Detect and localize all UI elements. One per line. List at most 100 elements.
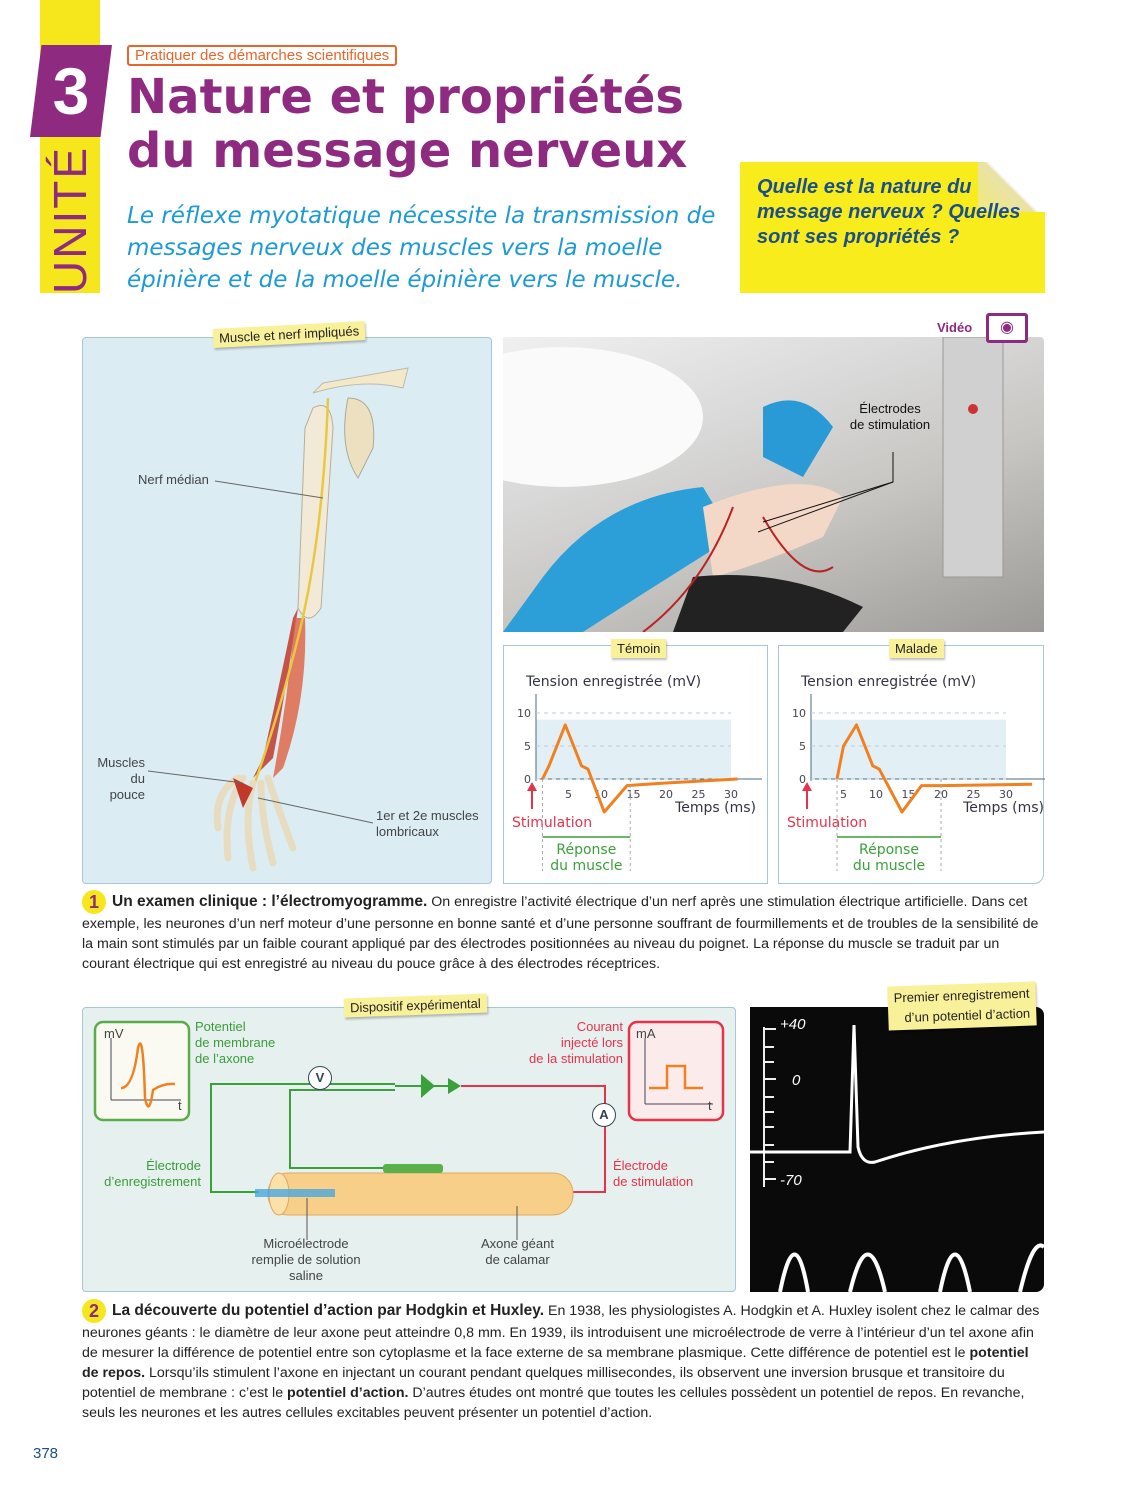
caption-1-text: On enregistre l’activité électrique d’un… bbox=[82, 894, 1039, 972]
caption-bold: potentiel de repos. bbox=[82, 1345, 1029, 1381]
y-axis-title: Tension enregistrée (mV) bbox=[800, 674, 976, 690]
label-line: de calamar bbox=[485, 1252, 550, 1267]
y-tick-label: 5 bbox=[524, 740, 531, 753]
y-axis-title: Tension enregistrée (mV) bbox=[525, 674, 701, 690]
label-line: de stimulation bbox=[613, 1174, 694, 1189]
question-text: Quelle est la nature du message nerveux … bbox=[757, 176, 1021, 248]
x-tick-label: 30 bbox=[999, 788, 1013, 801]
voltmeter-icon: V bbox=[308, 1066, 332, 1090]
label-line: du pouce bbox=[109, 771, 145, 802]
label-line: Microélectrode bbox=[263, 1236, 349, 1251]
video-wifi-icon[interactable]: ◉ bbox=[986, 313, 1028, 343]
x-axis-title: Temps (ms) bbox=[674, 800, 756, 816]
response-label: du muscle bbox=[550, 858, 622, 874]
mv-axis-label: mV bbox=[104, 1026, 124, 1041]
setup-diagram bbox=[93, 1020, 725, 1240]
stimulation-arrowhead bbox=[527, 782, 537, 791]
y-tick-label: 10 bbox=[517, 707, 531, 720]
x-tick-label: 30 bbox=[724, 788, 738, 801]
caption-text: D’autres études ont montré que toutes le… bbox=[82, 1385, 1025, 1421]
label-line: Muscles bbox=[97, 755, 145, 770]
label-line: Électrodes bbox=[859, 401, 921, 416]
label-line: d’enregistrement bbox=[104, 1174, 201, 1189]
caption-bold: potentiel d’action. bbox=[287, 1385, 409, 1401]
arm-illustration bbox=[147, 367, 409, 872]
label-line: de la stimulation bbox=[529, 1051, 623, 1066]
caption-text: En 1938, les physiologistes A. Hodgkin e… bbox=[82, 1303, 1040, 1361]
y-tick-label: 0 bbox=[524, 773, 531, 786]
osc-tick-p40: +40 bbox=[780, 1016, 806, 1033]
setup-panel bbox=[82, 1007, 736, 1292]
x-tick-label: 25 bbox=[692, 788, 706, 801]
label-line: injecté lors bbox=[560, 1035, 623, 1050]
osc-tick-0: 0 bbox=[792, 1072, 801, 1089]
label-line: Électrode bbox=[613, 1158, 668, 1173]
stimulation-arrowhead bbox=[802, 782, 812, 791]
y-tick-label: 5 bbox=[799, 740, 806, 753]
label-line: d’un potentiel d’action bbox=[904, 1005, 1031, 1026]
voltage-curve bbox=[541, 723, 738, 814]
caption-1: 1 Un examen clinique : l’électromyogramme… bbox=[82, 890, 1042, 974]
arm-panel bbox=[82, 337, 492, 884]
x-tick-label: 20 bbox=[659, 788, 673, 801]
label-line: saline bbox=[289, 1268, 323, 1283]
x-tick-label: 15 bbox=[627, 788, 641, 801]
label-line: lombricaux bbox=[376, 824, 439, 839]
video-label[interactable]: Vidéo bbox=[937, 320, 973, 335]
page-number: 378 bbox=[33, 1445, 59, 1462]
response-label: Réponse bbox=[556, 842, 616, 858]
title-line-1: Nature et propriétés bbox=[127, 69, 684, 125]
t-axis-label: t bbox=[178, 1098, 182, 1113]
subtitle: Le réflexe myotatique nécessite la trans… bbox=[127, 203, 716, 293]
label-line: de stimulation bbox=[849, 417, 931, 432]
x-tick-label: 5 bbox=[565, 788, 572, 801]
oscilloscope-recording bbox=[750, 1007, 1046, 1293]
label-line: Électrode bbox=[146, 1158, 201, 1173]
response-label: du muscle bbox=[853, 858, 925, 874]
label-line: 1er et 2e muscles bbox=[376, 808, 479, 823]
doc-number-badge: 1 bbox=[82, 890, 106, 914]
title-line-2: du message nerveux bbox=[127, 123, 688, 179]
oscilloscope-trace bbox=[750, 1024, 1046, 1293]
x-axis-title: Temps (ms) bbox=[962, 800, 1044, 816]
label-line: remplie de solution bbox=[251, 1252, 361, 1267]
x-tick-label: 5 bbox=[840, 788, 847, 801]
label-line: Potentiel bbox=[195, 1019, 246, 1034]
response-label: Réponse bbox=[859, 842, 919, 858]
photo-illustration bbox=[503, 337, 1004, 632]
y-tick-label: 0 bbox=[799, 773, 806, 786]
y-tick-label: 10 bbox=[792, 707, 806, 720]
stimulation-label: Stimulation bbox=[787, 815, 867, 831]
stimulation-label: Stimulation bbox=[512, 815, 592, 831]
doc-number-badge: 2 bbox=[82, 1299, 106, 1323]
osc-tick-m70: -70 bbox=[780, 1172, 802, 1189]
chart-malade-title: Malade bbox=[889, 639, 944, 658]
t-axis-label: t bbox=[708, 1098, 712, 1113]
nerf-median-label: Nerf médian bbox=[138, 472, 209, 487]
unit-number-box bbox=[30, 45, 112, 137]
unit-label: UNITÉ bbox=[40, 146, 100, 294]
label-line: de membrane bbox=[195, 1035, 276, 1050]
caption-1-title: Un examen clinique : l’électromyogramme. bbox=[112, 893, 428, 910]
page-fold bbox=[978, 162, 1045, 212]
unit-word: UNITÉ bbox=[44, 146, 96, 294]
label-line: de l’axone bbox=[195, 1051, 255, 1066]
x-tick-label: 25 bbox=[967, 788, 981, 801]
caption-text: Lorsqu’ils stimulent l’axone en injectan… bbox=[82, 1365, 1005, 1401]
electrode-photo bbox=[503, 337, 1044, 632]
chart-temoin-title: Témoin bbox=[611, 639, 667, 658]
